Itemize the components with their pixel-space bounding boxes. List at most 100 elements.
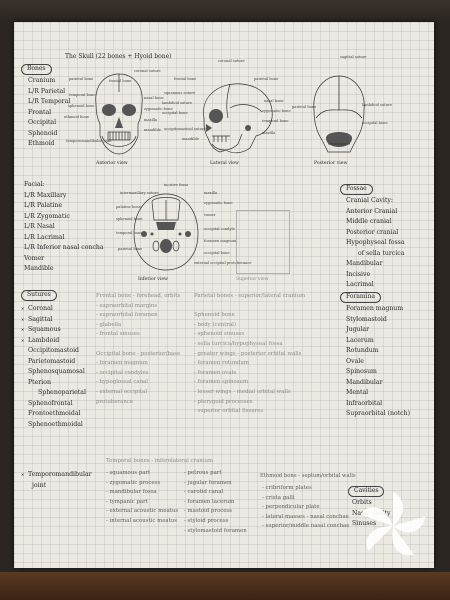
label-frontal: frontal bone	[109, 79, 132, 83]
label-temporal: temporal bone	[69, 93, 96, 97]
bones-heading: Bones	[21, 64, 52, 75]
list-item: Stylomastoid	[346, 315, 387, 323]
list-item: Ovale	[346, 357, 364, 365]
facial-bones-list: Facial: L/R Maxillary L/R Palatine L/R Z…	[24, 180, 104, 275]
list-item: - supraorbital foramen	[96, 312, 158, 319]
lateral-skull-drawing	[203, 83, 273, 154]
list-item: - foramen spinosum	[194, 379, 249, 386]
fossae-heading: Fossae	[340, 184, 373, 195]
sutures-list: Coronal Sagittal Squamous Lambdoid Occip…	[28, 304, 86, 430]
list-item: Ethmoid	[28, 140, 55, 147]
label-zygomatic: zygomatic bone	[144, 107, 173, 111]
label-inf-vomer: vomer	[204, 213, 216, 217]
list-item: - greater wings - posterior orbital wall…	[194, 350, 302, 357]
list-item: - supraorbital margins	[96, 302, 158, 309]
label-lat-maxilla: maxilla	[262, 131, 276, 135]
label-post-parietal: parietal bone	[292, 105, 317, 109]
ethmoid-notes: - cribriform plates - crista galli - per…	[262, 484, 349, 532]
list-item: - mastoid process	[184, 508, 232, 515]
list-item: Lacrimal	[346, 281, 374, 288]
label-lat-frontal: frontal bone	[174, 77, 197, 81]
frontal-occipital-notes: Frontal bone - forehead, orbits - suprao…	[96, 292, 180, 407]
list-item: Parietal bones - superior/lateral craniu…	[194, 293, 306, 299]
desk-background-bottom	[0, 572, 450, 600]
list-item: Sinuses	[352, 520, 377, 527]
list-item: - foramen magnum	[96, 360, 148, 367]
list-item: L/R Palatine	[24, 202, 63, 209]
list-item: - petrous part	[184, 470, 222, 476]
list-item: Frontal bone - forehead, orbits	[96, 293, 181, 299]
list-item: - foramen lacerum	[184, 498, 235, 505]
list-item: - superior/middle nasal conchae	[262, 523, 350, 530]
desk-background-top	[0, 0, 450, 20]
list-item: Incisive	[346, 270, 371, 278]
label-inf-maxilla: maxilla	[204, 191, 218, 195]
label-inf-intermaxillary: intermaxillary suture	[120, 191, 159, 195]
list-item: Middle cranial	[346, 218, 392, 225]
list-item: Frontal	[28, 108, 52, 116]
list-item: Occipitomastoid	[28, 347, 80, 354]
label-lat-coronal: coronal suture	[218, 59, 245, 63]
list-item: Cranium	[28, 77, 56, 84]
inferior-skull-drawing	[133, 193, 199, 271]
list-item: Sphenofrontal	[28, 399, 73, 407]
label-inf-temporal: temporal bone	[116, 231, 143, 235]
list-item	[194, 302, 305, 312]
label-inf-occipital-condyle: occipital condyle	[204, 227, 235, 231]
list-item: L/R Nasal	[24, 223, 55, 230]
label-lat-occipitomastoid: occipitomastoid suture	[164, 127, 206, 131]
label-lat-mandible: mandible	[182, 137, 199, 141]
list-item: Hypophyseal fossa	[346, 239, 405, 246]
list-item: - internal acoustic meatus	[106, 517, 178, 524]
list-item: Pterion	[28, 378, 51, 386]
list-item: - stylomastoid foramen	[184, 527, 247, 534]
list-item: - perpendicular plate	[262, 504, 320, 511]
cavities-heading: Cavities	[348, 486, 385, 497]
list-item: protuberance	[96, 398, 134, 405]
view-caption-lateral: Lateral view	[210, 161, 239, 166]
label-post-sagittal: sagittal suture	[340, 55, 367, 59]
list-item: Coronal	[28, 304, 86, 315]
list-item: Mandibular	[346, 260, 383, 267]
list-item: Jugular	[346, 326, 370, 333]
list-item: - body (central)	[194, 321, 237, 328]
list-item: Spinosum	[346, 368, 377, 375]
list-item: Frontoethmoidal	[28, 410, 81, 417]
label-maxilla: maxilla	[144, 118, 158, 122]
label-lat-zygomatic: zygomatic bone	[262, 109, 291, 113]
list-item: Sphenoparietal	[38, 389, 86, 396]
list-item: - sphenoid sinuses	[194, 331, 245, 338]
label-coronal: coronal suture	[134, 69, 161, 73]
list-item: Sphenosquamosal	[28, 368, 85, 375]
label-inf-sphenoid: sphenoid bone	[116, 217, 143, 221]
list-item: L/R Maxillary	[24, 191, 67, 199]
label-lat-occipital: occipital bone	[162, 111, 188, 115]
list-item: - superior orbital fissures	[194, 408, 264, 415]
label-lat-nasal: nasal bone	[264, 99, 284, 103]
list-item: Temporomandibular	[28, 470, 92, 481]
label-lat-parietal: parietal bone	[254, 77, 279, 81]
list-item: - hypoglossal canal	[96, 379, 148, 386]
list-item: L/R Zygomatic	[24, 212, 70, 220]
label-post-occipital: occipital bone	[362, 121, 388, 125]
temporal-left-notes: - squamous part - zygomatic process - ma…	[106, 469, 178, 527]
label-post-lambdoid: lambdoid suture	[362, 103, 392, 107]
label-inf-incisive: incisive fossa	[164, 183, 189, 187]
list-item: Sphenoid bone	[194, 312, 235, 319]
label-mandible: mandible	[144, 128, 161, 132]
list-item: Sagittal	[28, 315, 86, 326]
list-item: - styloid process	[184, 517, 229, 524]
label-lat-lambdoid: lambdoid suture	[162, 101, 192, 105]
view-caption-superior: Superior view	[236, 277, 269, 282]
list-item: Cranial Cavity:	[346, 197, 393, 204]
temporal-mid-notes: - petrous part - jugular foramen - carot…	[184, 469, 247, 536]
list-item: - jugular foramen	[184, 479, 232, 486]
superior-view-placeholder	[236, 210, 290, 274]
list-item	[96, 340, 180, 350]
label-ethmoid: ethmoid bone	[64, 115, 89, 119]
list-item: Supraorbital (notch)	[346, 410, 411, 417]
view-caption-inferior: Inferior view	[138, 277, 168, 282]
list-item: Lambdoid	[28, 336, 86, 347]
foramina-list: Foramen magnum Stylomastoid Jugular Lace…	[346, 304, 410, 420]
list-item: - lateral masses - nasal conchae	[262, 513, 349, 520]
